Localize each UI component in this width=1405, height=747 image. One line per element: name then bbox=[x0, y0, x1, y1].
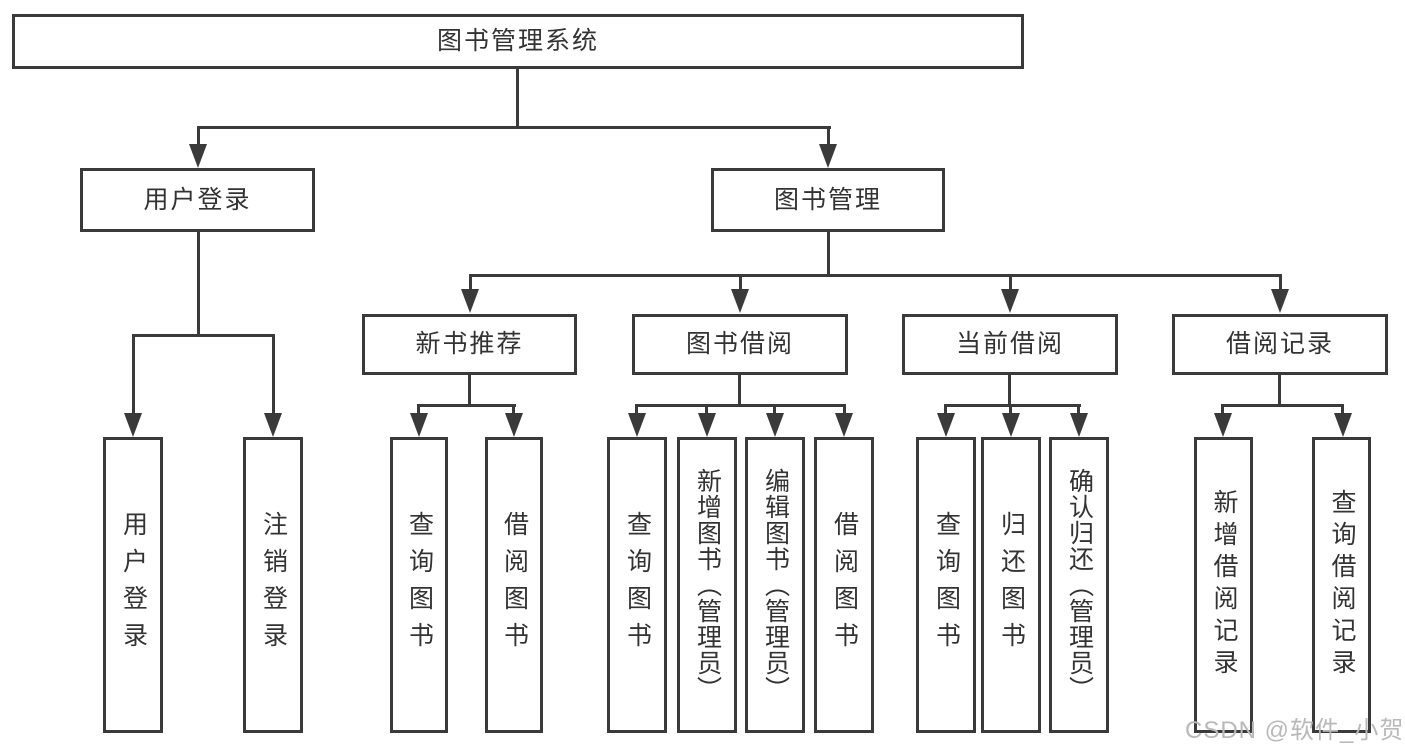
leaf-add-books-admin: 新增图书（管理员） bbox=[677, 437, 737, 733]
leaf-user-login: 用户登录 bbox=[103, 437, 163, 733]
leaf-borrow-books-1-label: 借阅图书 bbox=[500, 511, 529, 659]
connector-group4-stem bbox=[1278, 373, 1281, 407]
node-book-management: 图书管理 bbox=[711, 168, 945, 232]
connector-drop-login bbox=[132, 334, 135, 416]
arrowhead-down-icon bbox=[505, 413, 523, 437]
node-root-label: 图书管理系统 bbox=[436, 27, 599, 55]
connector-drop-leaf bbox=[512, 404, 515, 418]
node-current-borrowing-label: 当前借阅 bbox=[955, 330, 1064, 358]
arrowhead-down-icon bbox=[124, 413, 142, 437]
arrowhead-down-icon bbox=[1214, 413, 1232, 437]
connector-drop-book-mgmt bbox=[827, 126, 830, 148]
connector-user-stem bbox=[197, 230, 200, 337]
connector-drop-book-borrow bbox=[739, 274, 742, 292]
leaf-edit-books-admin: 编辑图书（管理员） bbox=[745, 437, 805, 733]
connector-drop-new-books bbox=[469, 274, 472, 292]
connector-drop-current-borrow bbox=[1009, 274, 1012, 292]
node-book-management-label: 图书管理 bbox=[773, 185, 882, 214]
leaf-query-books-1: 查询图书 bbox=[390, 437, 448, 733]
connector-drop-leaf bbox=[1221, 404, 1224, 418]
node-borrowing-records: 借阅记录 bbox=[1172, 314, 1388, 375]
arrowhead-down-icon bbox=[410, 413, 428, 437]
connector-group4-split bbox=[1221, 404, 1344, 407]
connector-group2-split bbox=[635, 404, 846, 407]
leaf-query-books-1-label: 查询图书 bbox=[405, 511, 434, 659]
arrowhead-down-icon bbox=[819, 144, 837, 168]
arrowhead-down-icon bbox=[628, 413, 646, 437]
connector-drop-leaf bbox=[705, 404, 708, 418]
leaf-logout: 注销登录 bbox=[243, 437, 303, 733]
arrowhead-down-icon bbox=[189, 144, 207, 168]
connector-group1-stem bbox=[468, 373, 471, 407]
leaf-query-borrow-record-label: 查询借阅记录 bbox=[1328, 489, 1356, 681]
connector-drop-logout bbox=[272, 334, 275, 416]
leaf-query-books-2-label: 查询图书 bbox=[623, 511, 652, 659]
node-borrowing-records-label: 借阅记录 bbox=[1225, 330, 1334, 358]
connector-group1-split bbox=[417, 404, 516, 407]
leaf-return-books: 归还图书 bbox=[981, 437, 1041, 733]
arrowhead-down-icon bbox=[1002, 413, 1020, 437]
connector-drop-leaf bbox=[417, 404, 420, 418]
leaf-user-login-label: 用户登录 bbox=[119, 511, 148, 659]
connector-root-stem bbox=[516, 68, 519, 128]
arrowhead-down-icon bbox=[698, 413, 716, 437]
arrowhead-down-icon bbox=[1271, 289, 1289, 313]
connector-user-split bbox=[132, 334, 275, 337]
node-current-borrowing: 当前借阅 bbox=[902, 314, 1118, 375]
leaf-query-books-3-label: 查询图书 bbox=[932, 511, 961, 659]
arrowhead-down-icon bbox=[264, 413, 282, 437]
leaf-query-books-2: 查询图书 bbox=[607, 437, 667, 733]
leaf-edit-books-admin-label: 编辑图书（管理员） bbox=[761, 468, 790, 702]
node-book-borrowing-label: 图书借阅 bbox=[685, 330, 794, 358]
connector-bookmgmt-stem bbox=[827, 230, 830, 276]
leaf-confirm-return-admin-label: 确认归还（管理员） bbox=[1065, 468, 1094, 702]
node-book-borrowing: 图书借阅 bbox=[632, 314, 848, 375]
node-user-login-label: 用户登录 bbox=[143, 185, 252, 214]
node-user-login: 用户登录 bbox=[80, 168, 315, 232]
connector-drop-leaf bbox=[1341, 404, 1344, 418]
node-root: 图书管理系统 bbox=[12, 14, 1024, 69]
connector-group3-stem bbox=[1008, 373, 1011, 407]
leaf-borrow-books-2-label: 借阅图书 bbox=[830, 511, 859, 659]
leaf-add-borrow-record: 新增借阅记录 bbox=[1194, 437, 1253, 733]
leaf-add-borrow-record-label: 新增借阅记录 bbox=[1210, 489, 1238, 681]
arrowhead-down-icon bbox=[731, 289, 749, 313]
connector-drop-leaf bbox=[944, 404, 947, 418]
arrowhead-down-icon bbox=[766, 413, 784, 437]
leaf-query-borrow-record: 查询借阅记录 bbox=[1312, 437, 1371, 733]
node-new-book-recommend: 新书推荐 bbox=[362, 314, 577, 375]
arrowhead-down-icon bbox=[1334, 413, 1352, 437]
connector-root-split bbox=[197, 126, 831, 129]
connector-drop-leaf bbox=[1077, 404, 1080, 418]
leaf-query-books-3: 查询图书 bbox=[916, 437, 976, 733]
leaf-confirm-return-admin: 确认归还（管理员） bbox=[1049, 437, 1109, 733]
connector-group3-split bbox=[944, 404, 1081, 407]
node-new-book-recommend-label: 新书推荐 bbox=[415, 330, 524, 358]
connector-drop-user-login bbox=[197, 126, 200, 148]
connector-drop-leaf bbox=[773, 404, 776, 418]
arrowhead-down-icon bbox=[937, 413, 955, 437]
connector-drop-leaf bbox=[843, 404, 846, 418]
arrowhead-down-icon bbox=[1070, 413, 1088, 437]
connector-drop-leaf bbox=[635, 404, 638, 418]
arrowhead-down-icon bbox=[1001, 289, 1019, 313]
connector-bookmgmt-split bbox=[469, 274, 1282, 277]
arrowhead-down-icon bbox=[835, 413, 853, 437]
connector-drop-leaf bbox=[1009, 404, 1012, 418]
csdn-watermark: CSDN @软件_小贺同学 bbox=[1185, 717, 1405, 744]
connector-drop-borrow-records bbox=[1279, 274, 1282, 292]
leaf-return-books-label: 归还图书 bbox=[997, 511, 1026, 659]
leaf-add-books-admin-label: 新增图书（管理员） bbox=[693, 468, 722, 702]
leaf-borrow-books-2: 借阅图书 bbox=[814, 437, 874, 733]
arrowhead-down-icon bbox=[461, 289, 479, 313]
leaf-logout-label: 注销登录 bbox=[259, 511, 288, 659]
leaf-borrow-books-1: 借阅图书 bbox=[485, 437, 543, 733]
connector-group2-stem bbox=[738, 373, 741, 407]
